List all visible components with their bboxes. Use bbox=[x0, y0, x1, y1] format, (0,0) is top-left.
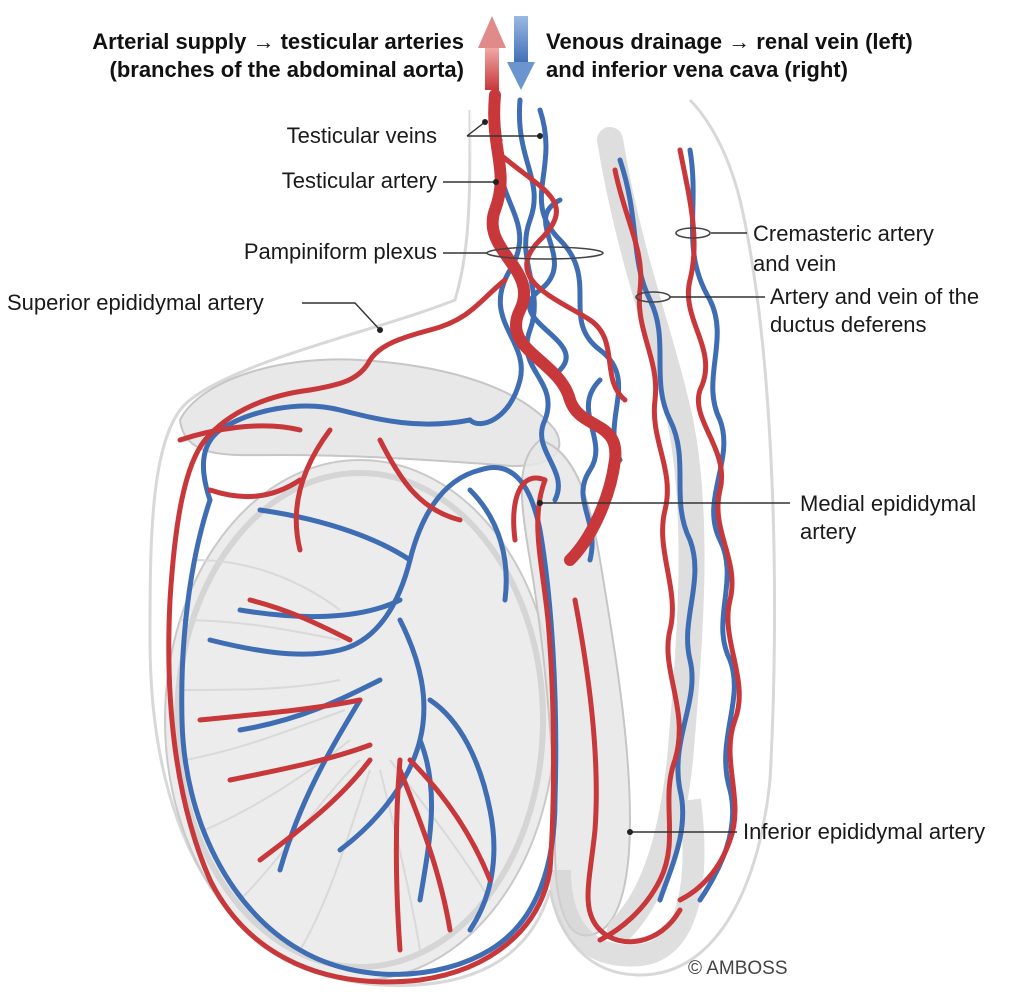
label-superior-epididymal-artery: Superior epididymal artery bbox=[7, 290, 264, 315]
label-cremasteric-line2: and vein bbox=[753, 251, 837, 276]
venous-heading-line2: and inferior vena cava (right) bbox=[546, 57, 848, 82]
label-pampiniform-plexus: Pampiniform plexus bbox=[243, 239, 437, 264]
venous-drainage-heading: Venous drainage → renal vein (left) and … bbox=[546, 28, 913, 84]
label-medial-line2: artery bbox=[800, 519, 857, 544]
leader-superior-epididymal bbox=[302, 302, 381, 331]
label-medial-epididymal: Medial epididymal artery bbox=[800, 490, 976, 546]
label-cremasteric-line1: Cremasteric artery bbox=[753, 221, 934, 246]
leader-dots bbox=[377, 119, 633, 835]
lobule-pattern bbox=[177, 559, 491, 951]
arterial-heading-line2: (branches of the abdominal aorta) bbox=[109, 57, 465, 82]
label-testicular-artery: Testicular artery bbox=[281, 168, 437, 193]
label-testicular-veins: Testicular veins bbox=[286, 123, 437, 148]
label-ductus-line2: ductus deferens bbox=[770, 312, 927, 337]
venous-down-arrow bbox=[507, 16, 535, 90]
label-inferior-epididymal-artery: Inferior epididymal artery bbox=[743, 819, 986, 844]
scrotum-outline bbox=[148, 98, 777, 988]
cremasteric-ring bbox=[675, 227, 711, 239]
label-ductus: Artery and vein of the ductus deferens bbox=[770, 283, 979, 339]
leader-testicular-veins bbox=[466, 121, 540, 137]
leader-lines bbox=[302, 121, 790, 833]
arterial-up-arrow bbox=[478, 16, 506, 90]
copyright-notice: © AMBOSS bbox=[688, 958, 788, 979]
epididymis-tail-loop bbox=[549, 798, 705, 967]
label-ductus-line1: Artery and vein of the bbox=[770, 284, 980, 309]
arterial-network bbox=[166, 89, 742, 985]
label-cremasteric: Cremasteric artery and vein bbox=[753, 220, 934, 278]
tunica-albuginea bbox=[174, 470, 546, 970]
arterial-supply-heading: Arterial supply → testicular arteries (b… bbox=[92, 28, 464, 84]
label-medial-line1: Medial epididymal bbox=[800, 491, 977, 516]
venous-heading-line1: Venous drainage → renal vein (left) bbox=[546, 29, 913, 54]
arterial-heading-line1: Arterial supply → testicular arteries bbox=[92, 29, 464, 54]
